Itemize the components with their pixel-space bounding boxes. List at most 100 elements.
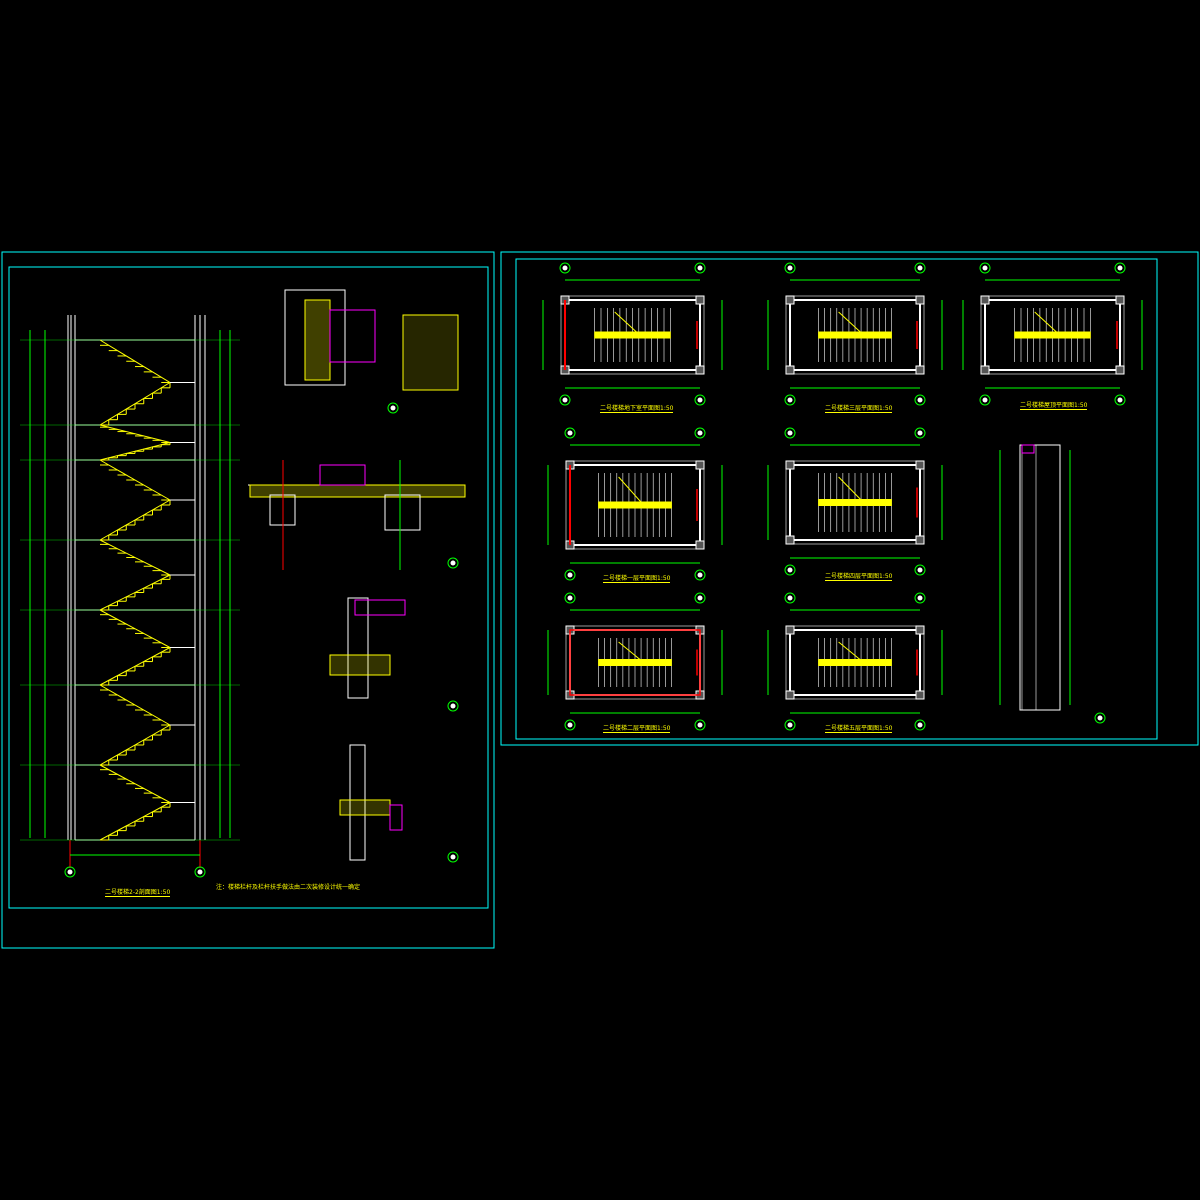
axis-bubble-mark (1117, 265, 1123, 271)
plan-4-column (785, 535, 795, 545)
detail-2-beam (384, 494, 421, 531)
detail-2-parapet (319, 464, 366, 486)
plan-1-axis (784, 262, 796, 274)
axis-bubble-mark (917, 595, 923, 601)
stair-stringer (99, 574, 171, 611)
plan-0-column (695, 295, 705, 305)
plan-3-axis (694, 569, 706, 581)
plan-2-axis (1114, 262, 1126, 274)
plan-2-walk-arrow (1034, 311, 1061, 336)
axis-bubble-right (194, 866, 206, 878)
plan-1-column (915, 365, 925, 375)
plan-5-axis (564, 592, 576, 604)
axis-bubble-left (64, 866, 76, 878)
axis-bubble-mark (697, 430, 703, 436)
plan-0-walk-arrow (614, 311, 641, 336)
plan-4-axis (784, 427, 796, 439)
plan-1-axis (914, 262, 926, 274)
plan-1-outer-wall (785, 295, 925, 375)
stair-stringer (99, 442, 171, 461)
plan-5-axis (564, 719, 576, 731)
axis-bubble-mark (697, 572, 703, 578)
plan-6-axis (914, 592, 926, 604)
axis-bubble-mark (562, 397, 568, 403)
plan-2-column (1115, 365, 1125, 375)
plan-4-column (915, 535, 925, 545)
plan-6-handrail (818, 659, 892, 666)
plan-4-axis (784, 564, 796, 576)
axis-bubble-mark (787, 265, 793, 271)
plan-0-column (695, 365, 705, 375)
plan-4-axis (914, 564, 926, 576)
section-title: 二号楼梯2-2剖面图1:50 (105, 889, 171, 897)
plan-0-axis (559, 394, 571, 406)
detail-3-cap (354, 599, 406, 616)
plan-0-axis (694, 262, 706, 274)
stair-stringer (99, 382, 171, 426)
axis-bubble-mark (567, 572, 573, 578)
plan-0-handrail (594, 331, 671, 339)
axis-bubble-mark (787, 430, 793, 436)
plan-1-handrail (818, 331, 892, 339)
plan-title-4: 二号楼梯四层平面图1:50 (825, 573, 893, 581)
plan-6-column (915, 690, 925, 700)
detail-3-slab (329, 654, 391, 676)
plan-3-column (695, 540, 705, 550)
elevation-index (1094, 712, 1106, 724)
detail-1-outline (284, 289, 346, 386)
plan-2-walls (984, 299, 1121, 371)
plan-5-axis (694, 719, 706, 731)
plan-title-1: 二号楼梯三层平面图1:50 (825, 405, 893, 413)
left-sheet-frame (1, 251, 495, 949)
plan-6-column (915, 625, 925, 635)
axis-bubble-mark (390, 405, 396, 411)
axis-bubble-mark (917, 722, 923, 728)
stair-stringer (99, 647, 171, 686)
axis-bubble-mark (1097, 715, 1103, 721)
plan-2-outer-wall (980, 295, 1125, 375)
plan-1-axis (914, 394, 926, 406)
plan-2-column (980, 295, 990, 305)
plan-2-axis (1114, 394, 1126, 406)
plan-5-highlight (569, 629, 701, 696)
axis-bubble-mark (567, 722, 573, 728)
axis-bubble-mark (450, 703, 456, 709)
axis-bubble-mark (567, 595, 573, 601)
stair-stringer (99, 802, 171, 841)
plan-2-axis (979, 262, 991, 274)
plan-title-2: 二号楼梯屋顶平面图1:50 (1020, 402, 1088, 410)
plan-5-outer-wall (565, 625, 705, 700)
plan-6-outer-wall (785, 625, 925, 700)
plan-4-walls (789, 464, 921, 541)
axis-bubble-mark (1117, 397, 1123, 403)
detail-1-legend (402, 314, 459, 391)
plan-6-axis (914, 719, 926, 731)
plan-1-column (915, 295, 925, 305)
detail-4-slab (339, 799, 391, 816)
plan-4-column (785, 460, 795, 470)
plan-6-column (785, 690, 795, 700)
plan-6-axis (784, 592, 796, 604)
axis-bubble-mark (787, 595, 793, 601)
general-note: 注：楼梯栏杆及栏杆扶手做法由二次装修设计统一确定 (216, 884, 361, 891)
plan-title-5: 二号楼梯二层平面图1:50 (603, 725, 671, 733)
plan-4-column (915, 460, 925, 470)
plan-4-outer-wall (785, 460, 925, 545)
stair-stringer (99, 499, 171, 541)
axis-bubble-mark (917, 397, 923, 403)
plan-3-axis (694, 427, 706, 439)
elevation-outline (1019, 444, 1061, 711)
detail-3-wall (347, 597, 369, 699)
plan-0-outer-wall (560, 295, 705, 375)
plan-3-column (695, 460, 705, 470)
elevation-inner (1021, 444, 1037, 711)
detail-index-2 (447, 851, 459, 863)
axis-bubble-mark (697, 722, 703, 728)
plan-1-axis (784, 394, 796, 406)
plan-1-column (785, 295, 795, 305)
plan-1-walk-arrow (838, 311, 864, 336)
plan-5-handrail (598, 659, 672, 666)
plan-6-axis (784, 719, 796, 731)
plan-3-outer-wall (565, 460, 705, 550)
